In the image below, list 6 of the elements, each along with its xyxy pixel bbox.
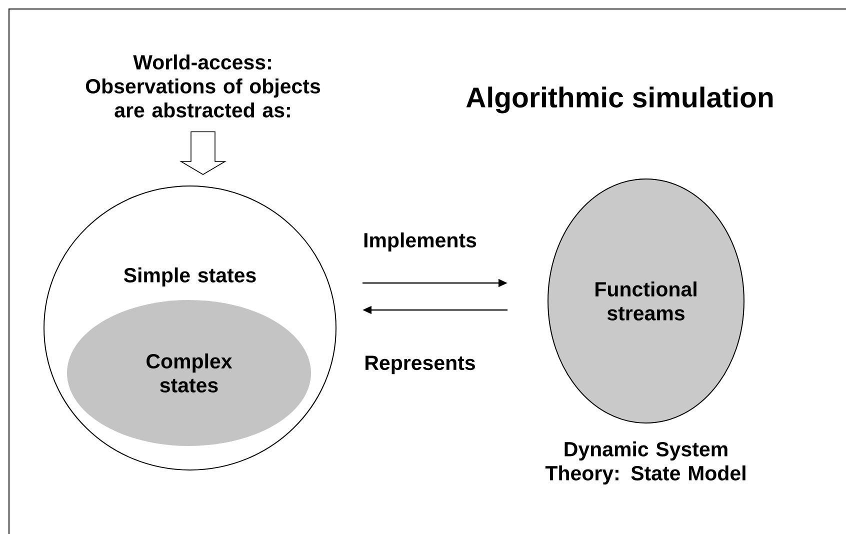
edge-label: Represents	[363, 354, 477, 376]
caption-text: Dynamic System Theory: State Model	[545, 441, 746, 485]
edge-label: Implements	[362, 231, 478, 253]
title: Algorithmic simulation	[466, 86, 773, 114]
block-arrow	[180, 131, 226, 175]
caption-text: World-access: Observations of objects are abstracted as:	[86, 54, 320, 118]
